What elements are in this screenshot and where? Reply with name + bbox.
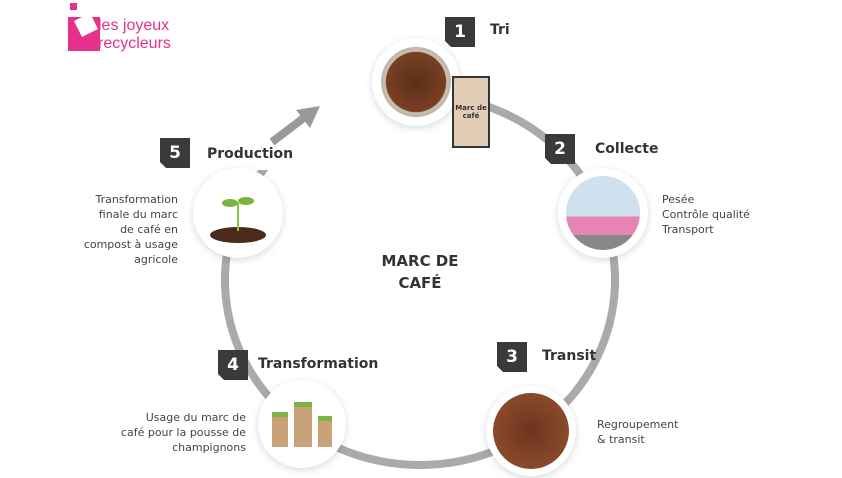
step-5-badge: 5 — [160, 138, 190, 168]
desc-line: de café en — [120, 223, 178, 236]
step-2-badge: 2 — [545, 134, 575, 164]
step-3-badge: 3 — [497, 342, 527, 372]
desc-line: champignons — [172, 441, 246, 454]
step-2-image — [558, 168, 648, 258]
logo: les joyeux recycleurs — [68, 3, 208, 55]
step-4-description: Usage du marc de café pour la pousse de … — [121, 410, 246, 455]
step-4-image — [258, 380, 346, 468]
step-3-image — [486, 386, 576, 476]
step-4-badge: 4 — [218, 350, 248, 380]
desc-line: agricole — [134, 253, 178, 266]
step-3-description: Regroupement & transit — [597, 417, 678, 447]
center-title-line2: CAFÉ — [398, 274, 442, 292]
desc-line: compost à usage — [83, 238, 178, 251]
logo-line2: recycleurs — [98, 35, 171, 52]
step-5-description: Transformation finale du marc de café en… — [84, 192, 178, 267]
logo-envelope-icon — [68, 3, 100, 51]
center-title-line1: MARC DE — [381, 252, 459, 270]
desc-line: Pesée — [662, 193, 695, 206]
logo-line1: les joyeux — [98, 17, 170, 34]
desc-line: Transport — [662, 223, 714, 236]
desc-line: Regroupement — [597, 418, 679, 431]
desc-line: finale du marc — [98, 208, 178, 221]
step-2-label: Collecte — [595, 141, 659, 157]
center-title: MARC DE CAFÉ — [360, 250, 480, 294]
step-1-image — [372, 38, 460, 126]
desc-line: café pour la pousse de — [120, 426, 246, 439]
desc-line: Contrôle qualité — [662, 208, 750, 221]
step-1-label: Tri — [490, 22, 510, 38]
sprout-icon — [210, 197, 266, 243]
step-5-image — [193, 168, 283, 258]
step-5-label: Production — [207, 146, 294, 162]
cycle-arrow-icon — [269, 106, 320, 146]
bin-label: Marc de café — [455, 104, 487, 120]
step-4-label: Transformation — [258, 356, 379, 372]
step-1-badge: 1 — [445, 17, 475, 47]
step-2-description: Pesée Contrôle qualité Transport — [662, 192, 750, 237]
desc-line: & transit — [597, 433, 645, 446]
coffee-grounds-bin: Marc de café — [452, 76, 490, 148]
desc-line: Usage du marc de — [145, 411, 246, 424]
desc-line: Transformation — [95, 193, 178, 206]
step-3-label: Transit — [542, 348, 597, 364]
